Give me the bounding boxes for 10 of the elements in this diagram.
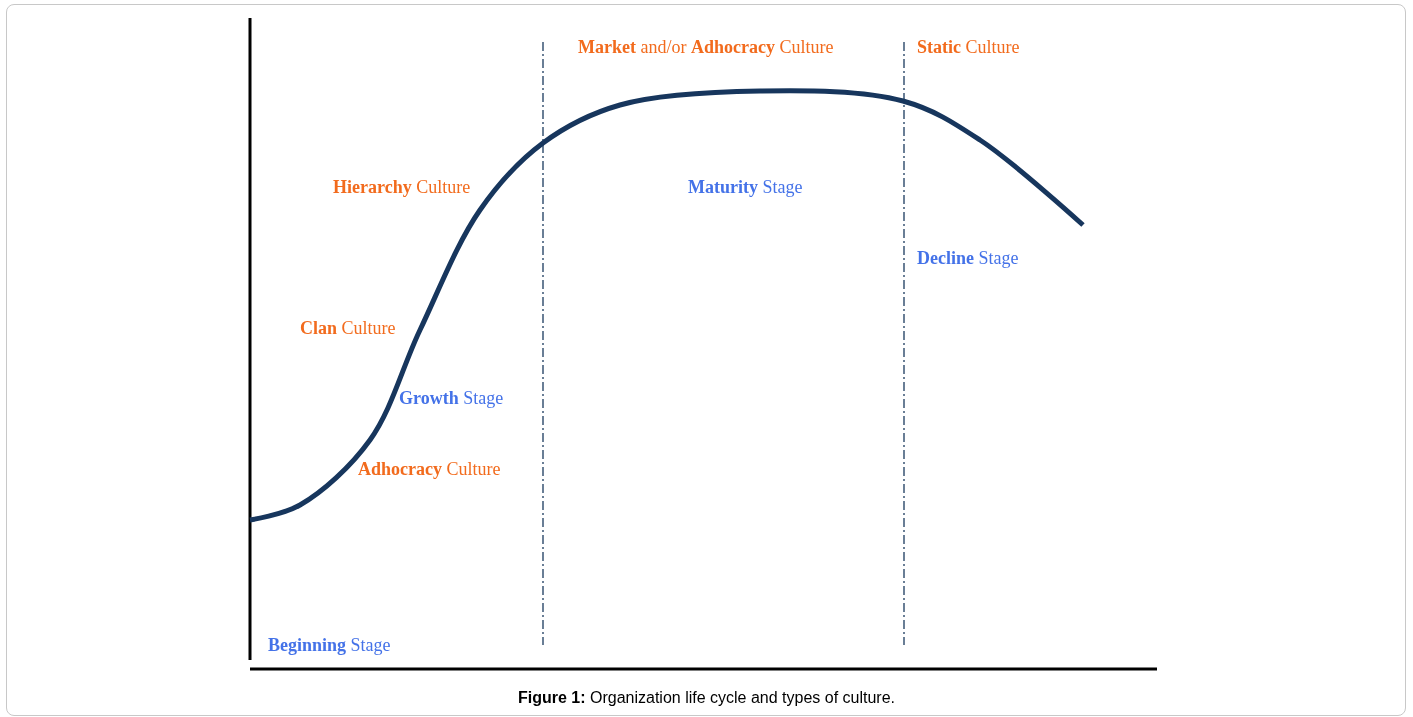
stage-label: Decline Stage [917, 249, 1019, 267]
figure-caption: Figure 1: Organization life cycle and types of culture. [517, 689, 896, 707]
culture-label: Market and/or Adhocracy Culture [578, 38, 834, 56]
stage-label: Maturity Stage [688, 178, 803, 196]
stage-label: Growth Stage [399, 389, 504, 407]
culture-label: Clan Culture [300, 319, 396, 337]
stage-label: Beginning Stage [268, 636, 391, 654]
culture-label: Hierarchy Culture [333, 178, 471, 196]
culture-label: Static Culture [917, 38, 1020, 56]
culture-label: Adhocracy Culture [358, 460, 501, 478]
